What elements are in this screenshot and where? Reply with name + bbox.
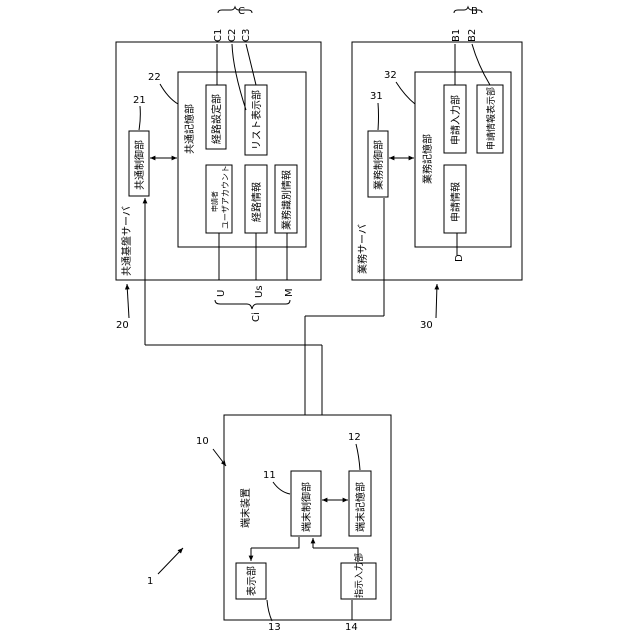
ref-31-leader	[378, 103, 379, 130]
ref-22: 22	[148, 72, 161, 83]
ref-us: Us	[254, 285, 265, 298]
ref-c2: C2	[227, 29, 238, 42]
business-storage-label: 業務記憶部	[421, 134, 434, 184]
ci-bracket	[215, 300, 290, 309]
ref-c-group: C	[238, 6, 245, 17]
ref-c3: C3	[241, 29, 252, 42]
ref-13: 13	[268, 622, 281, 633]
instruction-input-label: 指示入力部	[353, 553, 365, 598]
ref-10: 10	[196, 436, 209, 447]
ref-c1: C1	[213, 29, 224, 42]
business-id-info-label: 業務識別情報	[280, 170, 293, 230]
terminal-control-label: 端末制御部	[300, 482, 313, 532]
applicant-account-label: ユーザアカウント	[221, 165, 230, 229]
c-bracket	[218, 7, 252, 13]
ref-b-group: B	[471, 6, 478, 17]
ref-14: 14	[345, 622, 358, 633]
terminal-title: 端末装置	[239, 488, 252, 528]
ref-30: 30	[420, 320, 433, 331]
common-control-label: 共通制御部	[133, 140, 146, 190]
ref-20: 20	[116, 320, 129, 331]
ref-21: 21	[133, 95, 146, 106]
ref-b1: B1	[451, 29, 462, 42]
route-setting-label: 経路設定部	[210, 94, 223, 144]
ref-b2: B2	[467, 29, 478, 42]
application-info-display-label: 申請情報表示部	[485, 87, 497, 150]
ref-d: D	[454, 254, 465, 262]
ref-32: 32	[384, 70, 397, 81]
ref-u: U	[216, 290, 227, 297]
list-display-label: リスト表示部	[250, 90, 263, 150]
business-server-title: 業務サーバ	[356, 224, 369, 274]
ref-ci: Ci	[251, 312, 262, 322]
ref-31: 31	[370, 91, 383, 102]
application-input-label: 申請入力部	[449, 95, 462, 145]
ref-1-leader	[158, 548, 183, 574]
ref-20-leader	[127, 284, 129, 318]
ref-30-leader	[436, 284, 437, 318]
route-info-label: 経路情報	[250, 182, 263, 222]
ref-11: 11	[263, 470, 276, 481]
application-info-label: 申請情報	[449, 182, 462, 222]
common-storage-label: 共通記憶部	[183, 104, 196, 154]
display-label: 表示部	[245, 566, 258, 596]
ref-m: M	[284, 288, 295, 297]
ref-1: 1	[147, 576, 153, 587]
ref-12: 12	[348, 432, 361, 443]
terminal-storage-label: 端末記憶部	[354, 482, 367, 532]
business-control-label: 業務制御部	[372, 140, 385, 190]
common-server-title: 共通基盤サーバ	[120, 206, 133, 276]
applicant-account-top-label: 申請者	[210, 191, 219, 212]
